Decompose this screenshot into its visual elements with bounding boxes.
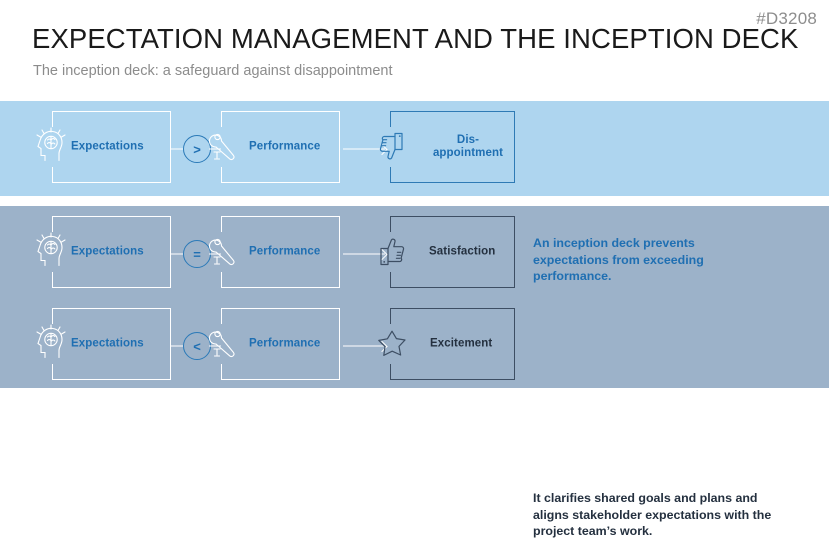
box-edge-top	[52, 308, 171, 309]
box-edge-top	[390, 111, 515, 112]
note-band-2: It clarifies shared goals and plans and …	[533, 491, 772, 538]
box-edge-bottom	[221, 287, 340, 288]
operator-stub-left-2	[171, 253, 183, 255]
box-edge-left-top	[221, 111, 222, 127]
box-edge-left-bottom	[221, 364, 222, 380]
box-edge-right	[170, 308, 171, 380]
box-edge-right	[514, 111, 515, 183]
page-title: EXPECTATION MANAGEMENT AND THE INCEPTION…	[32, 23, 799, 54]
thumbs-down-icon	[378, 132, 406, 167]
box-edge-top	[52, 216, 171, 217]
expectations-label: Expectations	[71, 140, 144, 153]
box-edge-left-bottom	[52, 272, 53, 288]
box-edge-left-bottom	[390, 272, 391, 288]
band-expectations-met	[0, 206, 829, 388]
performance-label: Performance	[249, 337, 321, 350]
expectations-box-3[interactable]: Expectations	[52, 308, 171, 380]
performance-label: Performance	[249, 140, 321, 153]
box-edge-bottom	[390, 287, 515, 288]
performance-box-1[interactable]: Performance	[221, 111, 340, 183]
wrench-screw-icon	[206, 128, 240, 171]
box-edge-top	[221, 111, 340, 112]
disappointment-label: Dis- appointment	[432, 134, 504, 159]
box-edge-top	[390, 216, 515, 217]
box-edge-bottom	[390, 182, 515, 183]
box-edge-bottom	[52, 379, 171, 380]
box-edge-bottom	[52, 182, 171, 183]
box-edge-left-bottom	[221, 272, 222, 288]
operator-stub-left-1	[171, 148, 183, 150]
box-edge-top	[390, 308, 515, 309]
box-edge-bottom	[52, 287, 171, 288]
performance-box-2[interactable]: Performance	[221, 216, 340, 288]
box-edge-top	[221, 308, 340, 309]
slide-canvas: #D3208 EXPECTATION MANAGEMENT AND THE IN…	[0, 0, 829, 466]
thumbs-up-icon	[378, 237, 406, 272]
box-edge-left-top	[52, 308, 53, 324]
head-idea-icon	[32, 127, 68, 172]
box-edge-left-bottom	[221, 167, 222, 183]
band-expectations-exceed	[0, 101, 829, 196]
document-tag: #D3208	[756, 9, 817, 28]
box-edge-left-bottom	[390, 167, 391, 183]
box-edge-left-top	[52, 216, 53, 232]
box-edge-left-top	[221, 216, 222, 232]
box-edge-left-top	[390, 216, 391, 232]
satisfaction-label: Satisfaction	[429, 245, 496, 258]
expectations-label: Expectations	[71, 245, 144, 258]
excitement-label: Excitement	[430, 337, 493, 350]
box-edge-right	[170, 216, 171, 288]
row-excitement: Expectations < Performance	[0, 308, 829, 384]
note-band-1: An inception deck prevents expectations …	[533, 236, 704, 283]
row-disappointment: Expectations > Performance	[0, 111, 829, 283]
expectations-label: Expectations	[71, 337, 144, 350]
operator-stub-left-3	[171, 345, 183, 347]
wrench-screw-icon	[206, 325, 240, 368]
box-edge-left-bottom	[52, 167, 53, 183]
box-edge-left-top	[390, 111, 391, 127]
performance-box-3[interactable]: Performance	[221, 308, 340, 380]
box-edge-left-bottom	[52, 364, 53, 380]
performance-label: Performance	[249, 245, 321, 258]
disappointment-box[interactable]: Dis- appointment	[390, 111, 515, 183]
head-idea-icon	[32, 324, 68, 369]
expectations-box-2[interactable]: Expectations	[52, 216, 171, 288]
box-edge-right	[339, 308, 340, 380]
satisfaction-box[interactable]: Satisfaction	[390, 216, 515, 288]
star-icon	[376, 328, 408, 364]
flow-arrow-1	[343, 148, 385, 150]
box-edge-right	[339, 111, 340, 183]
page-subtitle: The inception deck: a safeguard against …	[33, 63, 393, 79]
row-satisfaction: Expectations = Performance	[0, 216, 829, 538]
expectations-box-1[interactable]: Expectations	[52, 111, 171, 183]
flow-arrow-3	[343, 345, 385, 347]
box-edge-left-bottom	[390, 364, 391, 380]
box-edge-left-top	[52, 111, 53, 127]
box-edge-bottom	[390, 379, 515, 380]
box-edge-right	[170, 111, 171, 183]
box-edge-right	[514, 216, 515, 288]
operator-stub-right-3	[209, 345, 221, 347]
box-edge-right	[514, 308, 515, 380]
box-edge-top	[52, 111, 171, 112]
box-edge-top	[221, 216, 340, 217]
box-edge-bottom	[221, 182, 340, 183]
box-edge-left-top	[390, 308, 391, 324]
box-edge-bottom	[221, 379, 340, 380]
box-edge-left-top	[221, 308, 222, 324]
box-edge-right	[339, 216, 340, 288]
wrench-screw-icon	[206, 233, 240, 276]
operator-stub-right-1	[209, 148, 221, 150]
excitement-box[interactable]: Excitement	[390, 308, 515, 380]
flow-arrow-2	[343, 253, 385, 255]
head-idea-icon	[32, 232, 68, 277]
operator-stub-right-2	[209, 253, 221, 255]
